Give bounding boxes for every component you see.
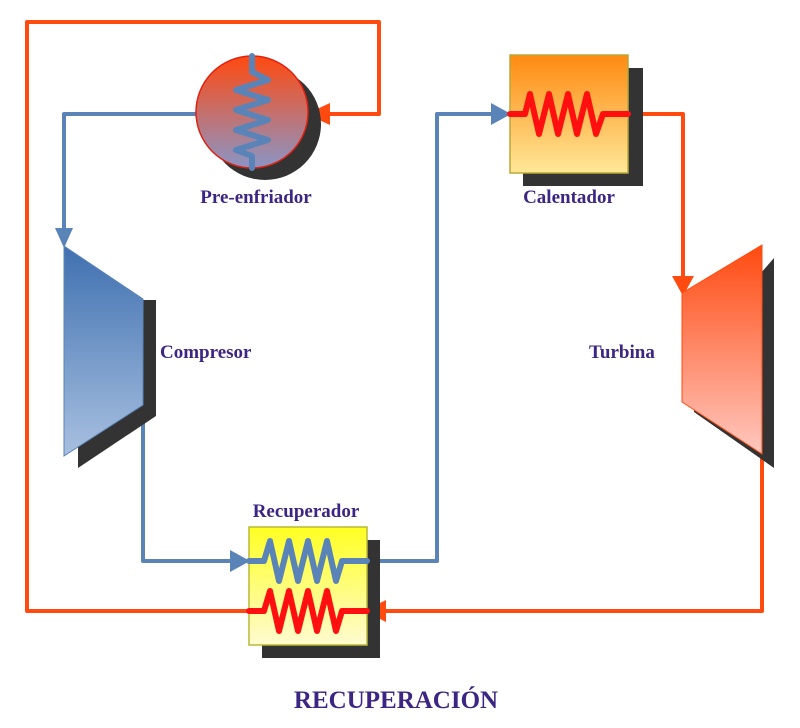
pipe-recuperador-to-preenfriador <box>25 20 381 613</box>
compresor-label: Compresor <box>160 342 252 363</box>
arrow-into-compresor <box>55 228 73 248</box>
calentador <box>507 54 643 186</box>
turbina-label: Turbina <box>589 342 655 363</box>
turbina <box>681 244 774 468</box>
arrow-into-turbina <box>672 276 694 296</box>
arrow-into-recuperador-cold <box>230 550 250 572</box>
recuperador-label: Recuperador <box>253 501 360 522</box>
compresor <box>63 245 156 468</box>
pipe-calentador-to-turbina <box>628 112 685 282</box>
calentador-coil <box>507 91 631 137</box>
pipe-preenfriador-to-compresor <box>62 112 198 235</box>
preenfriador-label: Pre-enfriador <box>200 187 312 208</box>
pipe-compresor-to-recuperador <box>141 400 240 563</box>
diagram-title: RECUPERACIÓN <box>294 686 498 714</box>
preenfriador <box>195 53 321 180</box>
preenfriador-coil <box>233 53 271 171</box>
turbina-body <box>681 244 763 455</box>
pipe-recuperador-to-calentador <box>360 112 495 563</box>
pipe-turbina-to-recuperador <box>380 455 764 613</box>
recuperador-hot-coil <box>246 588 370 634</box>
calentador-label: Calentador <box>523 187 615 208</box>
compresor-body <box>63 245 144 457</box>
recuperador-cold-coil <box>246 538 370 584</box>
arrow-into-calentador <box>491 103 511 125</box>
recuperador <box>246 526 380 658</box>
